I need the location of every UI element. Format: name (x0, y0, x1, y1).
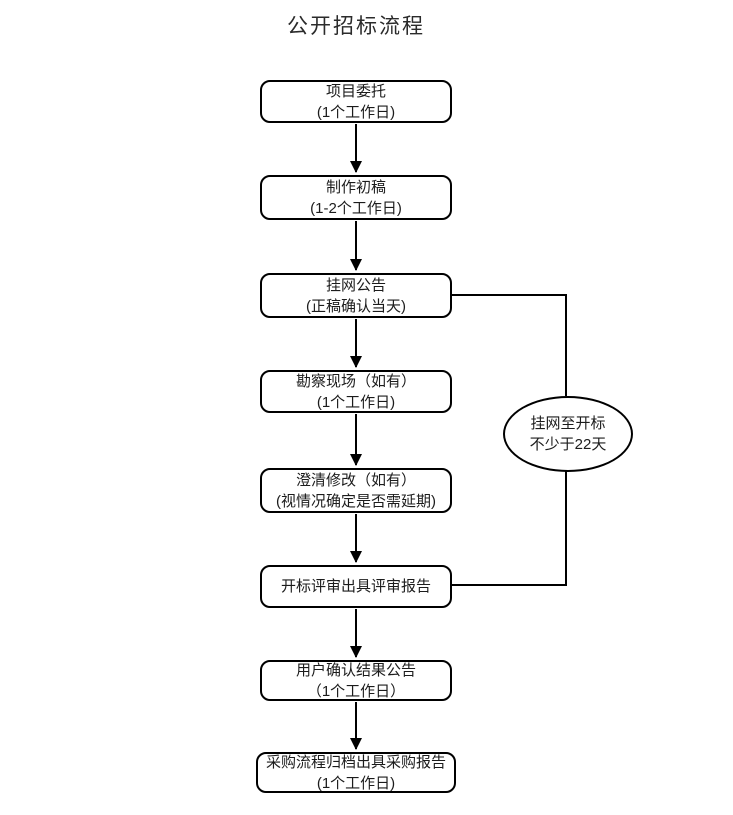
node-label: 勘察现场（如有） (295, 372, 416, 390)
node-online-announcement: 挂网公告 (正稿确认当天) (260, 273, 452, 318)
node-duration: (1-2个工作日) (310, 199, 402, 217)
bracket-line-bottom (452, 471, 567, 586)
node-label: 项目委托 (325, 82, 386, 100)
node-bid-opening-review: 开标评审出具评审报告 (260, 565, 452, 608)
node-clarification-amendment: 澄清修改（如有） (视情况确定是否需延期) (260, 468, 452, 513)
node-site-survey: 勘察现场（如有） (1个工作日) (260, 370, 452, 413)
node-duration: (1个工作日) (316, 103, 396, 121)
page-title: 公开招标流程 (287, 15, 425, 38)
node-label: 采购流程归档出具采购报告 (265, 753, 446, 771)
node-duration: (1个工作日) (316, 774, 396, 792)
node-duration: (正稿确认当天) (306, 297, 406, 315)
annotation-min-22-days: 挂网至开标 不少于22天 (503, 396, 633, 472)
node-label: 用户确认结果公告 (295, 661, 416, 679)
node-label: 开标评审出具评审报告 (280, 578, 431, 595)
node-duration: (视情况确定是否需延期) (276, 492, 436, 510)
node-duration: （1个工作日） (306, 682, 406, 700)
node-user-confirm-result: 用户确认结果公告 （1个工作日） (260, 660, 452, 701)
node-project-commission: 项目委托 (1个工作日) (260, 80, 452, 123)
node-procurement-archive: 采购流程归档出具采购报告 (1个工作日) (256, 752, 456, 793)
node-duration: (1个工作日) (316, 393, 396, 411)
node-label: 制作初稿 (325, 178, 386, 196)
annotation-line-1: 挂网至开标 (530, 415, 606, 432)
node-label: 澄清修改（如有） (295, 471, 416, 489)
node-label: 挂网公告 (325, 276, 386, 294)
node-draft-preparation: 制作初稿 (1-2个工作日) (260, 175, 452, 220)
bracket-line-top (452, 294, 567, 396)
annotation-line-2: 不少于22天 (529, 436, 607, 453)
